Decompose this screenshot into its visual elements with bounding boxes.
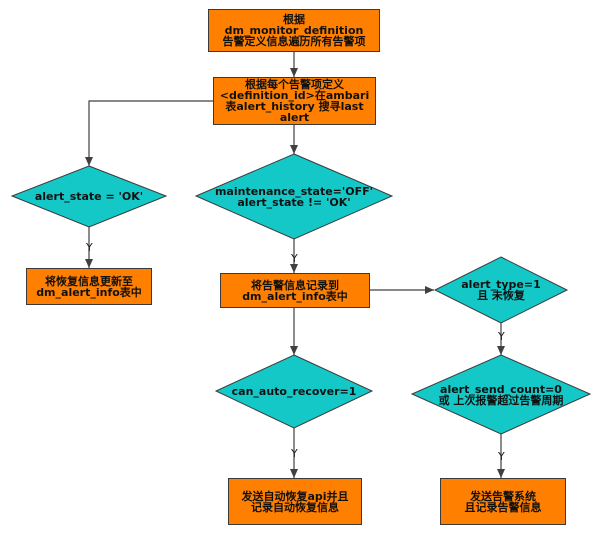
edge-lookup-to-state-ok bbox=[85, 100, 213, 166]
process-send-alert: 发送告警系统 且记录告警信息 bbox=[440, 478, 566, 525]
decision-can-recover bbox=[214, 354, 374, 429]
process-start: 根据 dm_monitor_definition 告警定义信息遍历所有告警项 bbox=[208, 9, 380, 52]
decision-send-count bbox=[410, 354, 592, 435]
decision-alert-type-label: alert_type=1 且 未恢复 bbox=[461, 278, 541, 302]
decision-maintenance-label: maintenance_state='OFF' alert_state != '… bbox=[214, 184, 374, 209]
edge-label-yes: Y bbox=[291, 447, 298, 460]
edge-label-yes: Y bbox=[498, 450, 505, 463]
decision-state-ok-label: alert_state = 'OK' bbox=[34, 190, 144, 203]
decision-state-ok bbox=[10, 165, 168, 228]
edge-label-yes: Y bbox=[86, 241, 93, 254]
edge-label-yes: Y bbox=[498, 330, 505, 343]
process-update-info: 将恢复信息更新至 dm_alert_info表中 bbox=[26, 268, 152, 305]
decision-can-recover-label: can_auto_recover=1 bbox=[231, 385, 357, 398]
process-record-alert: 将告警信息记录到 dm_alert_info表中 bbox=[220, 273, 370, 308]
process-lookup: 根据每个告警项定义 <definition_id>在ambari 表alert_… bbox=[213, 77, 376, 125]
process-auto-recover-api: 发送自动恢复api并且 记录自动恢复信息 bbox=[228, 478, 362, 525]
decision-alert-type bbox=[433, 256, 569, 324]
edge-label-yes: Y bbox=[291, 252, 298, 265]
decision-maintenance bbox=[194, 153, 394, 240]
decision-send-count-label: alert_send_count=0 或 上次报警超过告警周期 bbox=[438, 382, 564, 407]
